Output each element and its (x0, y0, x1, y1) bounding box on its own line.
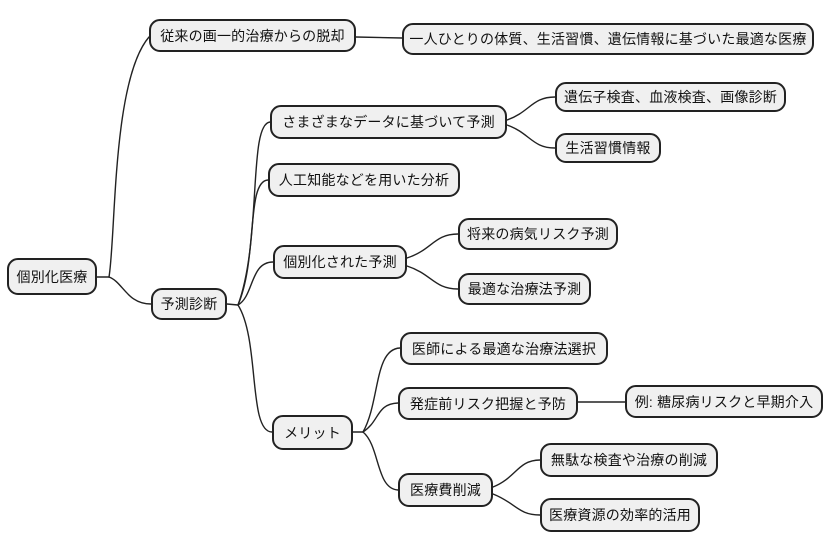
connector-merit-to-cost-reduction (362, 431, 399, 491)
connector-root-to-predictive-diagnosis (108, 276, 152, 305)
connector-cost-to-resource-use (492, 493, 541, 516)
node-breakaway-uniform-treatment: 従来の画一的治療からの脱却 (149, 19, 356, 52)
node-predictive-diagnosis: 予測診断 (151, 288, 227, 320)
connector-breakaway-to-optimal-care (355, 36, 403, 39)
node-ai-analysis: 人工知能などを用いた分析 (268, 163, 460, 197)
connector-data-based-to-lifestyle-info (506, 124, 556, 149)
node-optimal-treatment-prediction: 最適な治療法予測 (458, 273, 591, 305)
connector-predictive-to-merit (237, 304, 273, 433)
node-presymptomatic-risk-prevention: 発症前リスク把握と予防 (398, 387, 578, 420)
node-efficient-resource-use: 医療資源の効率的活用 (540, 498, 700, 532)
node-optimal-care-description: 一人ひとりの体質、生活習慣、遺伝情報に基づいた最適な医療 (402, 23, 814, 55)
node-diabetes-example: 例: 糖尿病リスクと早期介入 (625, 385, 823, 418)
connector-predictive-stub (226, 303, 239, 306)
node-future-disease-risk: 将来の病気リスク予測 (458, 218, 618, 250)
connector-predictive-to-ai-analysis (237, 179, 269, 306)
node-medical-cost-reduction: 医療費削減 (398, 473, 493, 507)
connector-predictive-to-personalized (237, 261, 274, 306)
connector-merit-to-presymptomatic (362, 402, 399, 433)
node-data-based-prediction: さまざまなデータに基づいて予測 (270, 105, 507, 139)
connector-data-based-to-genetic-tests (506, 96, 556, 121)
node-genetic-blood-imaging-tests: 遺伝子検査、血液検査、画像診断 (555, 82, 786, 112)
node-root: 個別化医療 (7, 258, 97, 295)
node-personalized-prediction: 個別化された予測 (273, 245, 407, 279)
node-lifestyle-information: 生活習慣情報 (555, 133, 661, 163)
connector-root-to-breakaway (108, 36, 150, 278)
connector-personalized-to-future-risk (406, 233, 459, 259)
node-wasteful-test-reduction: 無駄な検査や治療の削減 (540, 443, 718, 477)
connector-cost-to-wasteful-tests (492, 459, 541, 488)
node-doctor-treatment-selection: 医師による最適な治療法選択 (400, 332, 608, 365)
node-merit: メリット (272, 415, 353, 450)
connector-personalized-to-optimal-treatment (406, 265, 459, 290)
connector-merit-to-doctor-selection (362, 347, 401, 433)
